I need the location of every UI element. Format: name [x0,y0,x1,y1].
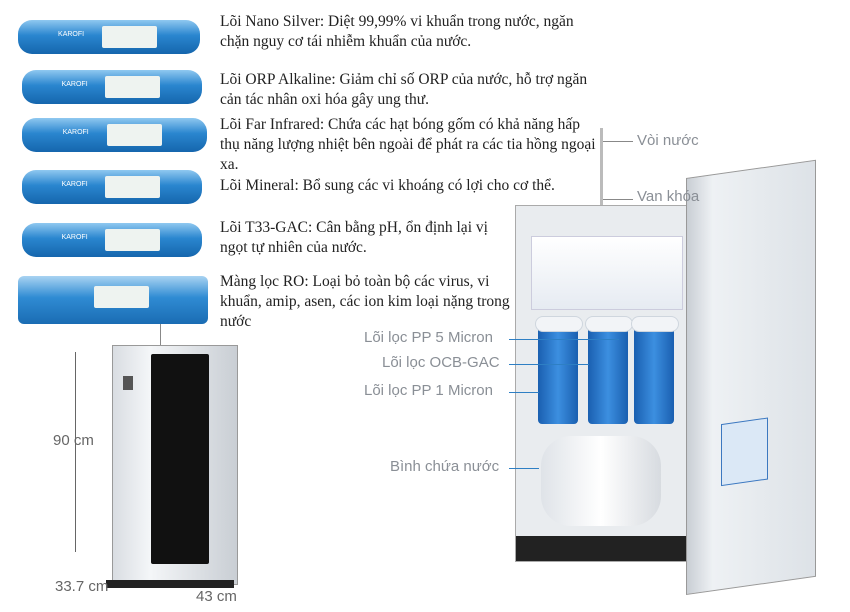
brand-logo: KAROFI [58,31,85,38]
label-water-tank: Bình chứa nước [390,458,500,475]
height-dimension: 90 cm [53,432,94,449]
desc-orp-alkaline: Lõi ORP Alkaline: Giảm chỉ số ORP của nư… [220,71,588,108]
desc-ro-membrane: Màng lọc RO: Loại bỏ toàn bộ các virus, … [220,273,510,330]
mineral-cartridge: KAROFI [22,170,202,204]
label-valve: Van khóa [637,188,700,205]
purifier-front [112,345,238,585]
cabinet-door [686,159,816,596]
nano-silver-cartridge: KAROFI [18,20,200,54]
width-dimension: 43 cm [196,588,237,605]
brand-logo: KAROFI [61,81,88,88]
desc-mineral: Lõi Mineral: Bổ sung các vi khoáng có lợ… [220,177,555,194]
cabinet [515,205,690,562]
depth-dimension: 33.7 cm [55,578,109,595]
label-ocb-gac: Lõi lọc OCB-GAC [382,354,500,371]
brand-logo: KAROFI [61,234,88,241]
far-infrared-cartridge: KAROFI [22,118,207,152]
label-pp5-micron: Lõi lọc PP 5 Micron [364,329,493,346]
desc-t33-gac: Lõi T33-GAC: Cân bằng pH, ổn định lại vị… [220,219,488,256]
orp-alkaline-cartridge: KAROFI [22,70,202,104]
ro-membrane [18,276,208,324]
brand-logo: KAROFI [62,129,89,136]
t33-gac-cartridge: KAROFI [22,223,202,257]
brand-logo: KAROFI [61,181,88,188]
desc-nano-silver: Lõi Nano Silver: Diệt 99,99% vi khuẩn tr… [220,13,574,50]
label-pp1-micron: Lõi lọc PP 1 Micron [364,382,493,399]
label-faucet: Vòi nước [637,132,699,149]
desc-far-infrared: Lõi Far Infrared: Chứa các hạt bóng gốm … [220,116,596,173]
